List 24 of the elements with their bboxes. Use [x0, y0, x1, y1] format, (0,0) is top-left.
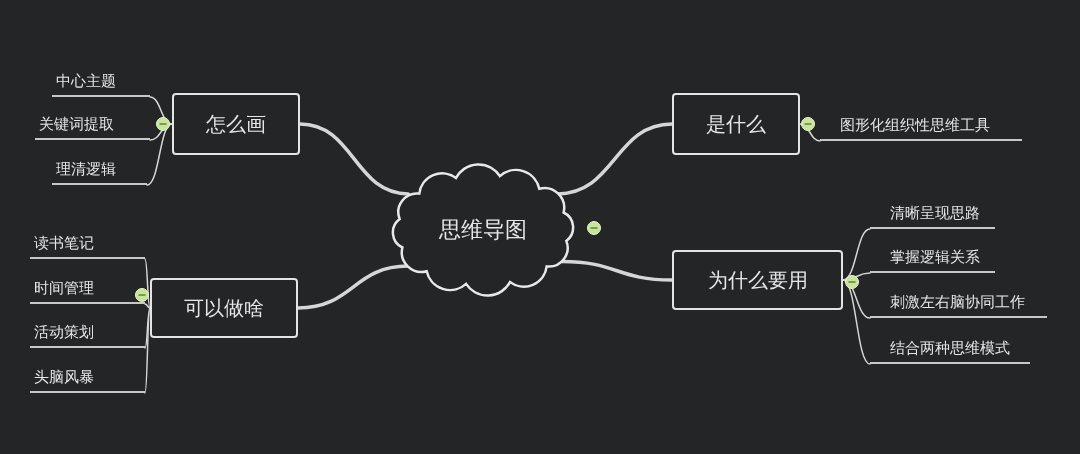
branch-line — [560, 259, 674, 282]
topic-box: 是什么 — [672, 93, 800, 155]
subtopic-label: 结合两种思维模式 — [870, 337, 1030, 364]
branch-line — [146, 123, 173, 186]
subtopic-label: 活动策划 — [30, 322, 145, 348]
branch-line — [144, 258, 151, 309]
branch-line — [144, 303, 151, 309]
subtopic-label: 清晰呈现思路 — [870, 202, 995, 229]
branch-line — [799, 123, 821, 142]
subtopic-label: 刺激左右脑协同工作 — [870, 291, 1047, 318]
topic-box: 怎么画 — [172, 93, 300, 155]
branch-line — [842, 279, 871, 365]
subtopic-label: 理清逻辑 — [52, 158, 147, 185]
subtopic-label: 中心主题 — [52, 70, 150, 97]
subtopic-label: 头脑风暴 — [30, 367, 145, 393]
topic-box: 为什么要用 — [672, 250, 843, 310]
subtopic-label: 掌握逻辑关系 — [870, 247, 995, 273]
subtopic-label: 关键词提取 — [35, 113, 150, 140]
subtopic-label: 图形化组织性思维工具 — [820, 113, 1022, 141]
subtopic-label: 读书笔记 — [30, 232, 145, 259]
topic-box: 可以做啥 — [150, 278, 298, 338]
branch-line — [842, 228, 871, 281]
branch-line — [298, 122, 411, 196]
branch-line — [149, 96, 173, 125]
